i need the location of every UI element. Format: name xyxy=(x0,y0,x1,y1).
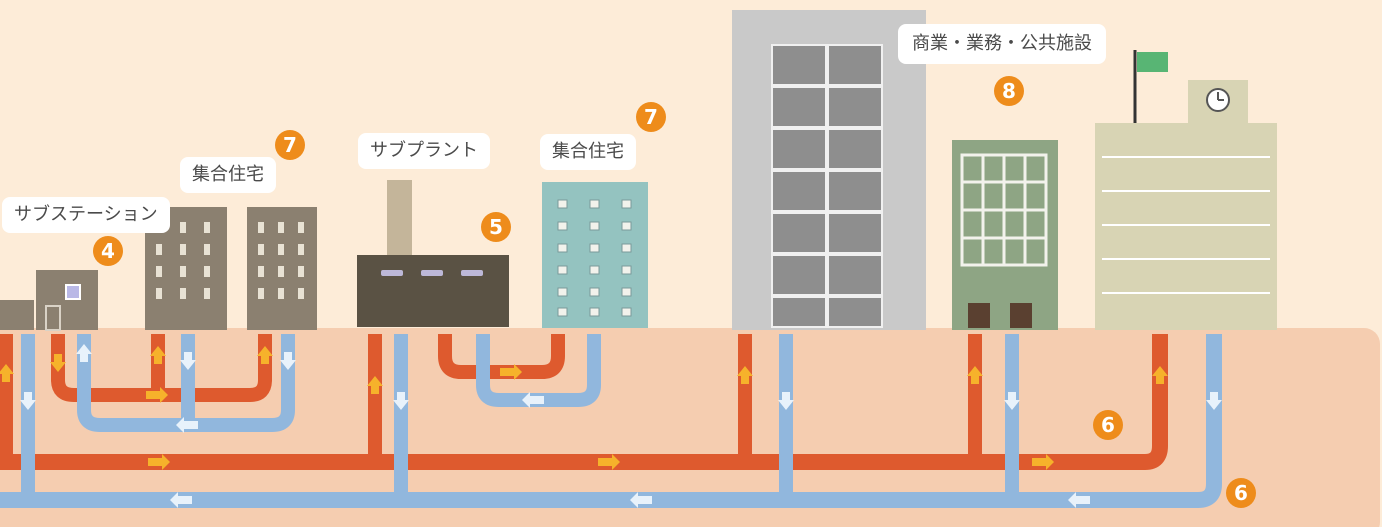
substation-building xyxy=(36,270,98,331)
underground-area xyxy=(0,328,1380,527)
badge-housing-left: 7 xyxy=(275,130,305,160)
hot-main-pipe xyxy=(0,334,1168,470)
badge-subplant: 5 xyxy=(481,212,511,242)
badge-commercial: 8 xyxy=(994,76,1024,106)
flow-arrows xyxy=(0,344,1222,508)
housing-building-right xyxy=(542,182,648,328)
badge-housing-right: 7 xyxy=(636,102,666,132)
office-tower xyxy=(732,10,926,330)
cold-main-pipe xyxy=(0,334,1222,508)
subplant-building xyxy=(357,180,509,327)
housing-left-label: 集合住宅 xyxy=(180,157,276,193)
badge-substation: 4 xyxy=(93,236,123,266)
commercial-building xyxy=(952,140,1058,330)
subplant-label: サブプラント xyxy=(358,133,490,169)
housing-building-left-b xyxy=(247,207,317,330)
substation-label: サブステーション xyxy=(2,197,170,233)
badge-hot-main: 6 xyxy=(1093,410,1123,440)
commercial-label: 商業・業務・公共施設 xyxy=(898,24,1106,64)
badge-cold-main: 6 xyxy=(1226,478,1256,508)
housing-right-label: 集合住宅 xyxy=(540,134,636,170)
building-left-edge xyxy=(0,300,34,330)
public-building xyxy=(1095,50,1277,330)
